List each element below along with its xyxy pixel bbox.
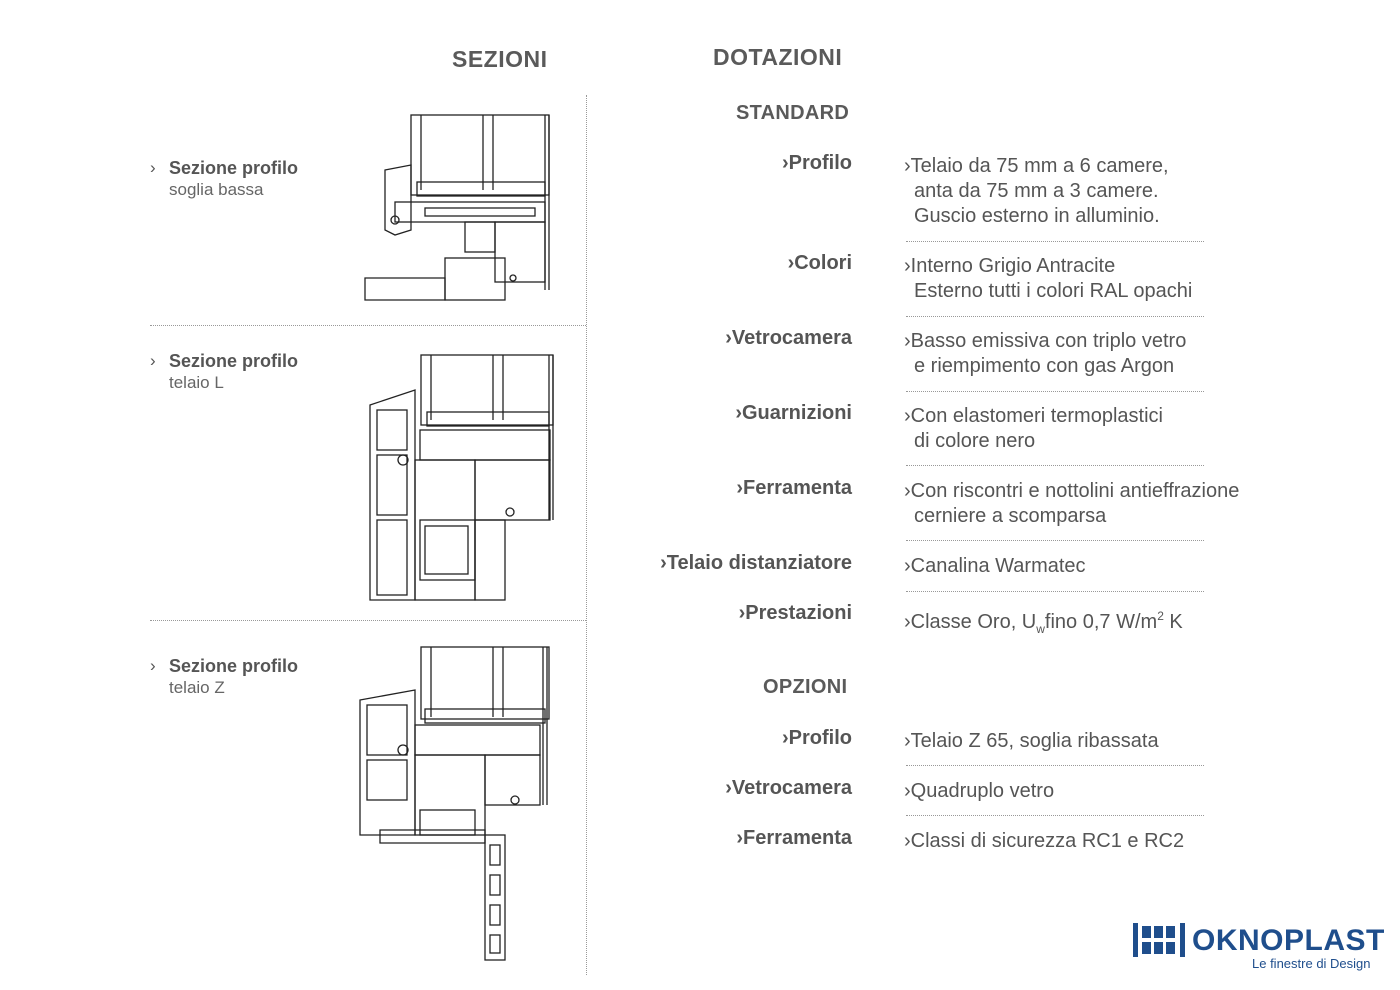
row-divider	[906, 540, 1204, 541]
opzioni-label-profilo: ›Profilo	[782, 727, 852, 749]
sezioni-heading: SEZIONI	[452, 46, 548, 72]
section-divider	[150, 325, 586, 326]
profile-section-drawing-telaio-l	[369, 354, 554, 601]
standard-label-telaio-distanziatore: ›Telaio distanziatore	[660, 552, 852, 574]
row-divider	[906, 765, 1204, 766]
profile-section-drawing-telaio-z	[359, 646, 550, 961]
standard-label-profilo: ›Profilo	[782, 152, 852, 174]
row-divider	[906, 241, 1204, 242]
standard-value-guarnizioni: ›Con elastomeri termoplastici di colore …	[904, 405, 1163, 452]
opzioni-value-vetrocamera: ›Quadruplo vetro	[904, 780, 1055, 802]
standard-value-telaio-distanziatore: ›Canalina Warmatec	[904, 555, 1086, 577]
standard-value-colori: ›Interno Grigio Antracite Esterno tutti …	[904, 255, 1193, 302]
standard-label-guarnizioni: ›Guarnizioni	[735, 402, 852, 424]
row-divider	[906, 815, 1204, 816]
section-label-telaio-l: › Sezione profilo telaio L	[150, 351, 299, 392]
standard-label-prestazioni: ›Prestazioni	[738, 602, 852, 624]
opzioni-value-ferramenta: ›Classi di sicurezza RC1 e RC2	[904, 830, 1185, 852]
standard-heading: STANDARD	[736, 102, 850, 124]
oknoplast-logo-icon	[1133, 923, 1185, 957]
row-divider	[906, 465, 1204, 466]
logo-tagline: Le finestre di Design	[1252, 956, 1371, 971]
row-divider	[906, 391, 1204, 392]
dotazioni-heading: DOTAZIONI	[713, 44, 843, 70]
section-label-soglia-bassa: › Sezione profilo soglia bassa	[150, 158, 299, 199]
chevron-right-icon: ›	[150, 351, 156, 370]
opzioni-label-ferramenta: ›Ferramenta	[736, 827, 852, 849]
logo-wordmark: OKNOPLAST	[1192, 924, 1385, 957]
standard-value-profilo: ›Telaio da 75 mm a 6 camere, anta da 75 …	[904, 155, 1169, 227]
standard-value-vetrocamera: ›Basso emissiva con triplo vetro e riemp…	[904, 330, 1187, 377]
standard-value-ferramenta: ›Con riscontri e nottolini antieffrazion…	[904, 480, 1240, 527]
standard-value-prestazioni: ›Classe Oro, Uwfino 0,7 W/m2 K	[904, 609, 1183, 636]
opzioni-label-vetrocamera: ›Vetrocamera	[725, 777, 852, 799]
section-divider	[150, 620, 586, 621]
standard-label-ferramenta: ›Ferramenta	[736, 477, 852, 499]
chevron-right-icon: ›	[150, 656, 156, 675]
standard-label-colori: ›Colori	[787, 252, 852, 274]
opzioni-value-profilo: ›Telaio Z 65, soglia ribassata	[904, 730, 1159, 752]
chevron-right-icon: ›	[150, 158, 156, 177]
opzioni-heading: OPZIONI	[763, 676, 848, 698]
row-divider	[906, 316, 1204, 317]
section-label-telaio-z: › Sezione profilo telaio Z	[150, 656, 299, 697]
column-divider	[586, 95, 587, 975]
row-divider	[906, 591, 1204, 592]
profile-section-drawing-soglia-bassa	[364, 114, 550, 301]
standard-label-vetrocamera: ›Vetrocamera	[725, 327, 852, 349]
